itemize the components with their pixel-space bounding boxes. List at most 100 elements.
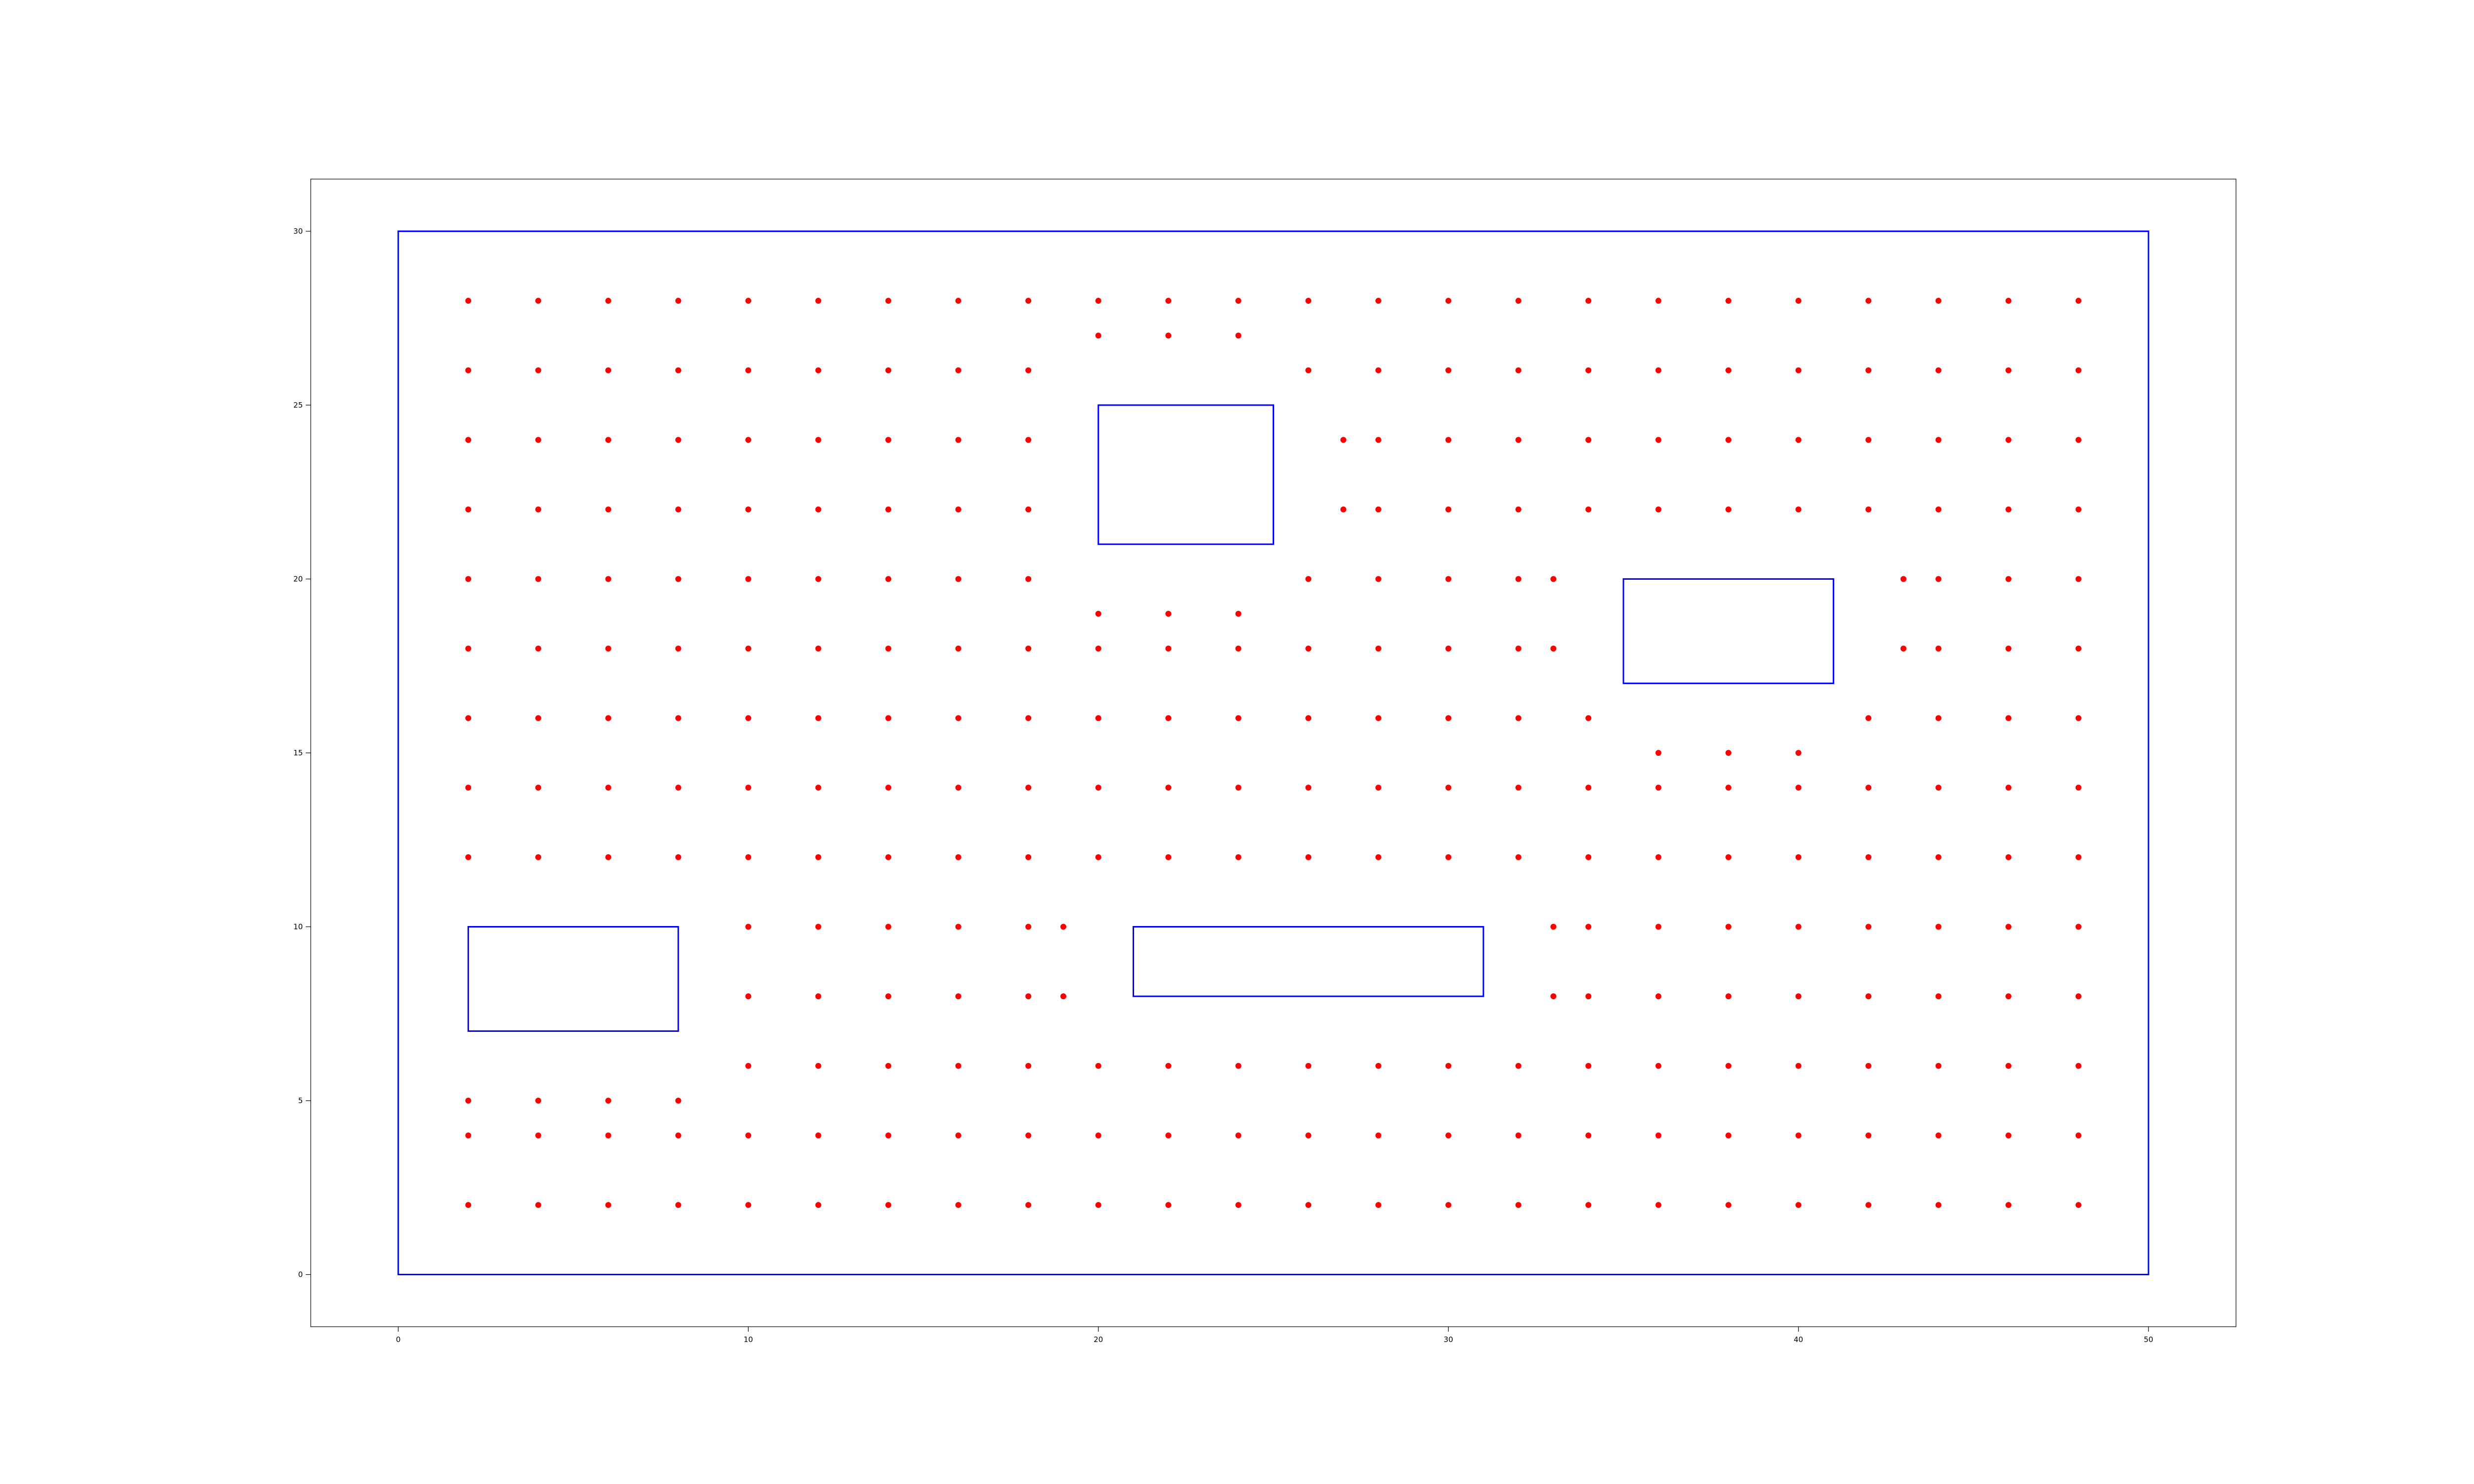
scatter-point bbox=[1655, 993, 1662, 1000]
scatter-point bbox=[745, 854, 752, 860]
scatter-point bbox=[955, 367, 961, 373]
scatter-point bbox=[1655, 437, 1662, 443]
scatter-point bbox=[1305, 367, 1312, 373]
scatter-point bbox=[605, 854, 612, 860]
scatter-point bbox=[1725, 993, 1732, 1000]
scatter-point bbox=[1935, 506, 1942, 512]
scatter-point bbox=[745, 1063, 752, 1069]
scatter-point bbox=[1515, 785, 1522, 791]
scatter-point bbox=[745, 785, 752, 791]
scatter-point bbox=[1795, 1063, 1802, 1069]
scatter-point bbox=[605, 1202, 612, 1208]
y-tick-label: 25 bbox=[293, 401, 303, 410]
scatter-point bbox=[815, 646, 821, 652]
scatter-point bbox=[1235, 1132, 1241, 1139]
scatter-point bbox=[1865, 506, 1872, 512]
scatter-point bbox=[1655, 298, 1662, 304]
x-tick-label: 20 bbox=[1094, 1335, 1103, 1344]
scatter-point bbox=[1865, 1063, 1872, 1069]
scatter-point bbox=[1375, 437, 1381, 443]
scatter-point bbox=[1095, 1063, 1101, 1069]
scatter-point bbox=[885, 437, 892, 443]
scatter-point bbox=[675, 1202, 681, 1208]
scatter-point bbox=[1165, 854, 1172, 860]
scatter-point bbox=[885, 785, 892, 791]
scatter-point bbox=[1935, 1132, 1942, 1139]
scatter-point bbox=[1025, 785, 1032, 791]
scatter-point bbox=[1655, 1202, 1662, 1208]
scatter-point bbox=[1935, 785, 1942, 791]
scatter-point bbox=[1550, 993, 1557, 1000]
scatter-point bbox=[1445, 506, 1452, 512]
scatter-point bbox=[885, 506, 892, 512]
scatter-point bbox=[1515, 1202, 1522, 1208]
axes-frame bbox=[310, 179, 2236, 1327]
scatter-point bbox=[1655, 750, 1662, 756]
scatter-point bbox=[1935, 367, 1942, 373]
scatter-point bbox=[885, 993, 892, 1000]
scatter-point bbox=[745, 715, 752, 721]
scatter-point bbox=[815, 576, 821, 582]
scatter-point bbox=[1795, 854, 1802, 860]
scatter-point bbox=[465, 506, 472, 512]
scatter-point bbox=[2005, 854, 2012, 860]
scatter-point bbox=[1795, 1132, 1802, 1139]
x-tick-label: 10 bbox=[744, 1335, 753, 1344]
scatter-point bbox=[1305, 785, 1312, 791]
scatter-point bbox=[2075, 646, 2082, 652]
scatter-point bbox=[535, 506, 541, 512]
obstacle-rectangle-4 bbox=[1133, 926, 1484, 997]
scatter-point bbox=[2005, 646, 2012, 652]
scatter-point bbox=[535, 437, 541, 443]
scatter-point bbox=[1865, 785, 1872, 791]
scatter-point bbox=[2005, 1132, 2012, 1139]
scatter-point bbox=[2005, 924, 2012, 930]
scatter-point bbox=[815, 1132, 821, 1139]
scatter-point bbox=[1655, 854, 1662, 860]
scatter-point bbox=[1235, 646, 1241, 652]
scatter-point bbox=[955, 1202, 961, 1208]
scatter-point bbox=[2075, 576, 2082, 582]
scatter-point bbox=[1025, 1202, 1032, 1208]
scatter-point bbox=[1865, 993, 1872, 1000]
scatter-point bbox=[1025, 715, 1032, 721]
scatter-point bbox=[1585, 437, 1592, 443]
scatter-point bbox=[1445, 646, 1452, 652]
scatter-point bbox=[1025, 437, 1032, 443]
scatter-point bbox=[605, 506, 612, 512]
scatter-point bbox=[955, 924, 961, 930]
scatter-point bbox=[675, 1098, 681, 1104]
scatter-point bbox=[1445, 298, 1452, 304]
scatter-point bbox=[815, 367, 821, 373]
scatter-point bbox=[1025, 993, 1032, 1000]
scatter-point bbox=[955, 785, 961, 791]
scatter-point bbox=[955, 506, 961, 512]
scatter-point bbox=[955, 437, 961, 443]
obstacle-rectangle-1 bbox=[1097, 404, 1274, 545]
scatter-point bbox=[1375, 1063, 1381, 1069]
scatter-point bbox=[1795, 298, 1802, 304]
scatter-point bbox=[1655, 924, 1662, 930]
scatter-point bbox=[535, 1202, 541, 1208]
scatter-point bbox=[2075, 367, 2082, 373]
scatter-point bbox=[1515, 506, 1522, 512]
scatter-point bbox=[815, 715, 821, 721]
scatter-point bbox=[535, 646, 541, 652]
scatter-point bbox=[675, 437, 681, 443]
scatter-point bbox=[1515, 646, 1522, 652]
scatter-point bbox=[1655, 367, 1662, 373]
scatter-point bbox=[885, 854, 892, 860]
scatter-point bbox=[1585, 1063, 1592, 1069]
scatter-point bbox=[1445, 1063, 1452, 1069]
scatter-point bbox=[1725, 1063, 1732, 1069]
scatter-point bbox=[955, 1063, 961, 1069]
scatter-point bbox=[1585, 854, 1592, 860]
scatter-point bbox=[535, 1132, 541, 1139]
scatter-point bbox=[1165, 332, 1172, 339]
scatter-point bbox=[745, 924, 752, 930]
scatter-point bbox=[885, 576, 892, 582]
scatter-point bbox=[1095, 332, 1101, 339]
scatter-point bbox=[465, 367, 472, 373]
scatter-point bbox=[1795, 437, 1802, 443]
scatter-point bbox=[1375, 715, 1381, 721]
